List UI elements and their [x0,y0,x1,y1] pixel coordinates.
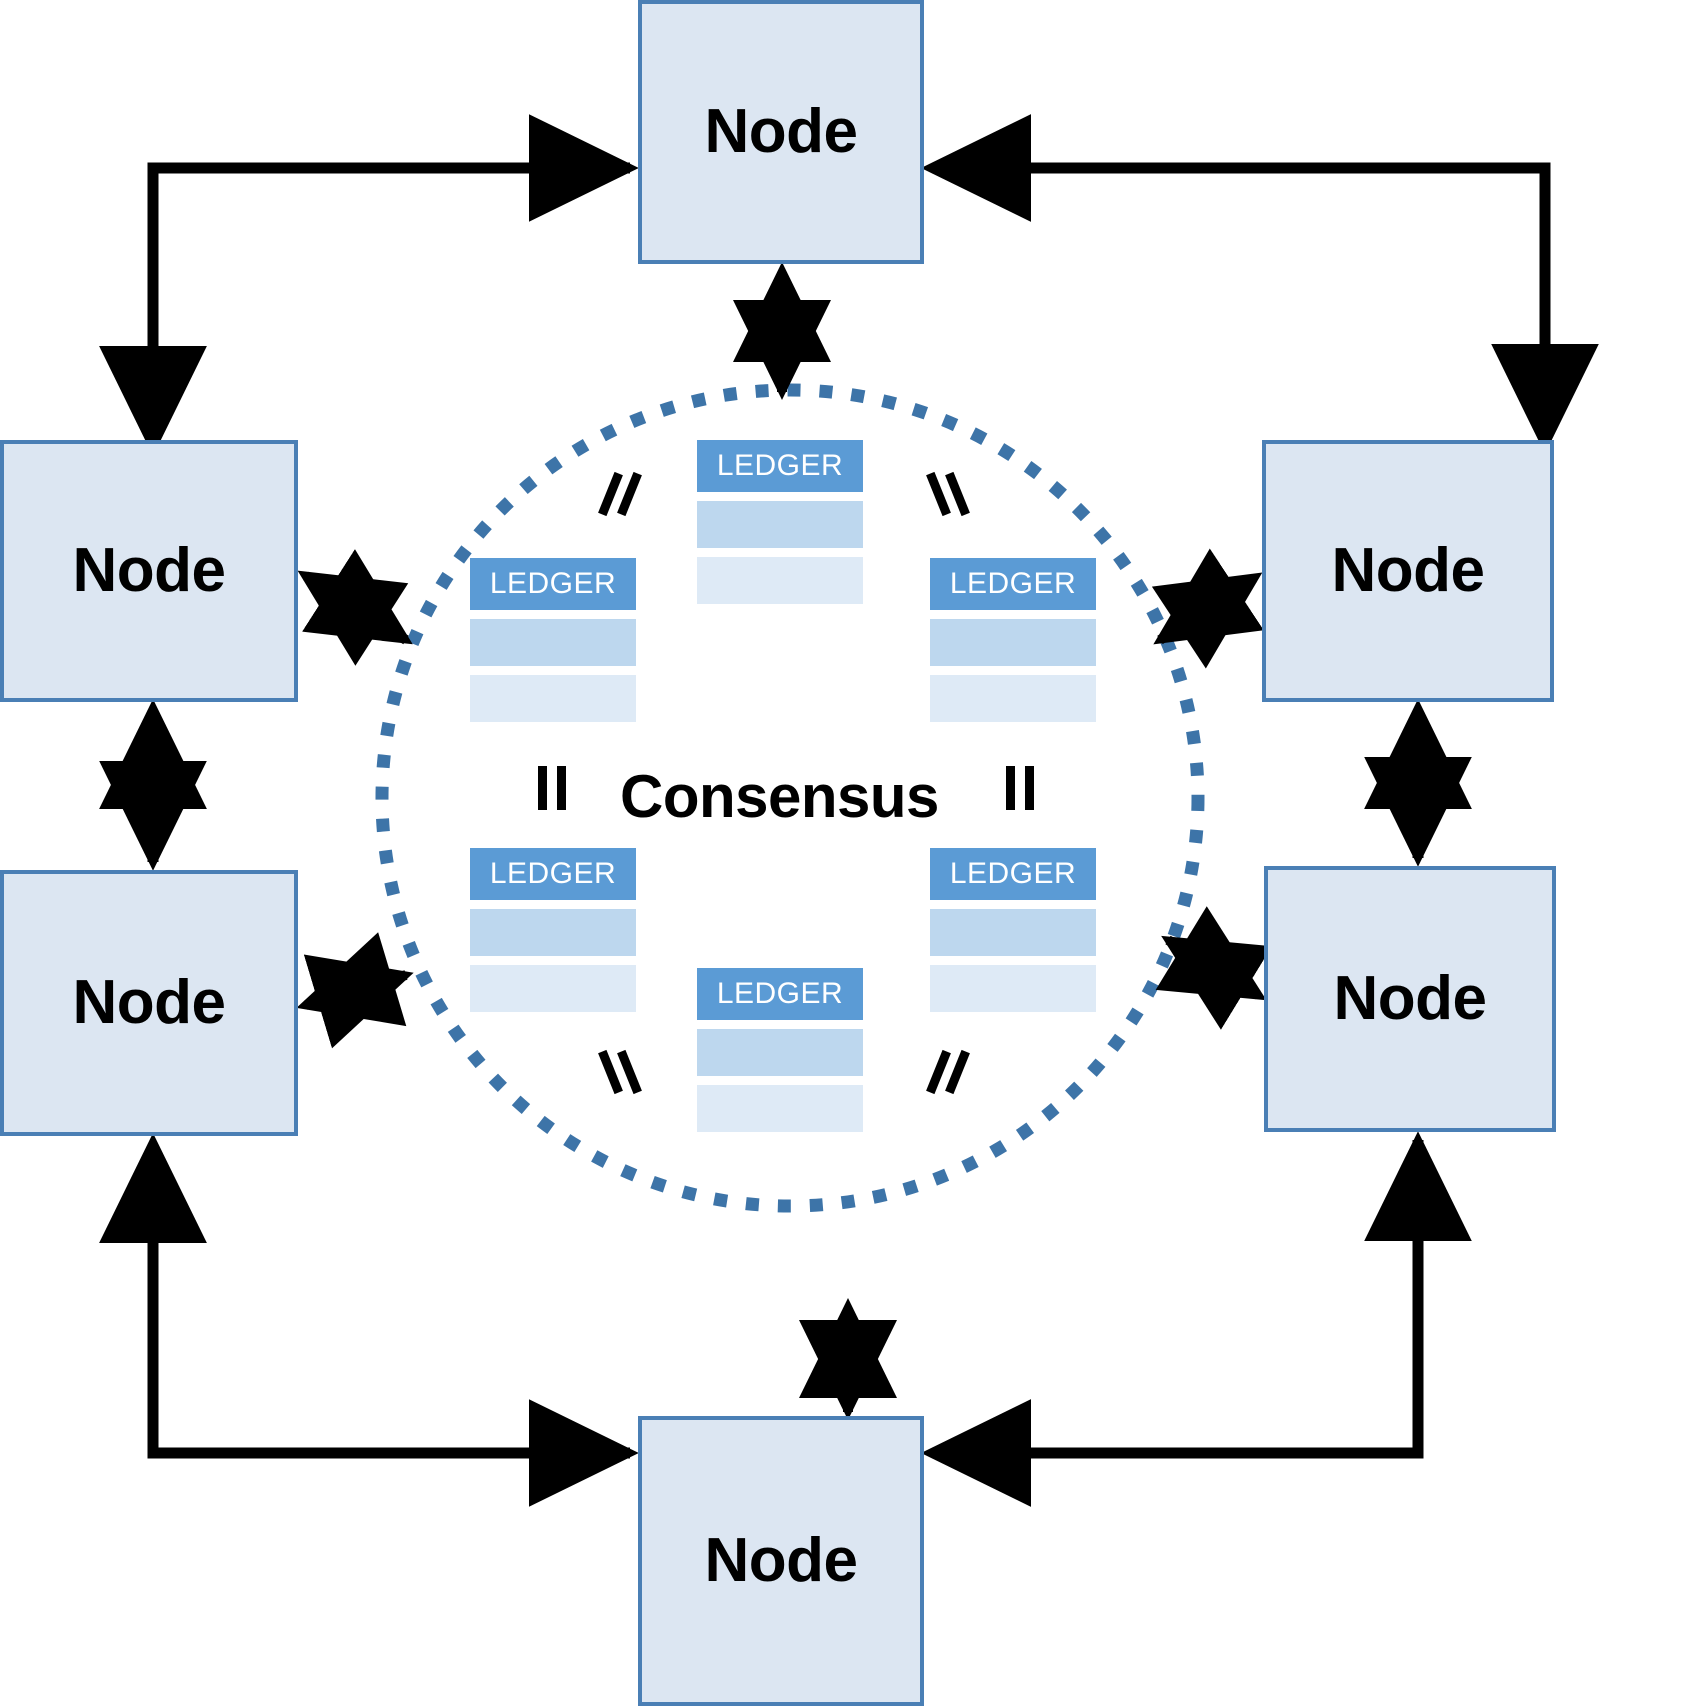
ledger-top[interactable]: LEDGER [697,440,863,604]
node-label: Node [704,1526,859,1595]
ledger-row [697,557,863,604]
ledger-row [930,619,1096,666]
ledger-row [697,1029,863,1076]
connector-consensus-left-upper [297,549,413,666]
ledger-row [697,501,863,548]
ledger-header: LEDGER [930,558,1096,610]
ledger-row [930,965,1096,1012]
node-right-lower[interactable]: Node [1264,866,1556,1132]
node-label: Node [1333,964,1488,1033]
equals-mark-bottom-right [926,1049,972,1095]
equals-mark-top-left [598,471,644,517]
node-label: Node [72,968,227,1037]
ledger-row [470,965,636,1012]
ledger-row [930,909,1096,956]
ledger-header: LEDGER [470,558,636,610]
connector-consensus-right-lower [1155,906,1273,1030]
node-top[interactable]: Node [638,0,924,264]
connector-left-lower-to-bottom [99,1133,639,1507]
ledger-upper-right[interactable]: LEDGER [930,558,1096,722]
ledger-header: LEDGER [697,968,863,1020]
node-label: Node [72,536,227,605]
connector-consensus-right-upper [1151,548,1264,669]
connector-consensus-left-lower [296,932,414,1049]
node-left-upper[interactable]: Node [0,440,298,702]
equals-mark-top-right [926,471,972,517]
ledger-lower-left[interactable]: LEDGER [470,848,636,1012]
ledger-upper-left[interactable]: LEDGER [470,558,636,722]
connector-top-to-left-upper [99,114,639,456]
connector-top-to-right-upper [921,114,1599,454]
node-bottom[interactable]: Node [638,1416,924,1706]
ledger-bottom[interactable]: LEDGER [697,968,863,1132]
node-right-upper[interactable]: Node [1262,440,1554,702]
consensus-label: Consensus [620,763,939,830]
node-label: Node [704,97,859,166]
ledger-row [470,619,636,666]
node-left-lower[interactable]: Node [0,870,298,1136]
ledger-row [930,675,1096,722]
ledger-lower-right[interactable]: LEDGER [930,848,1096,1012]
ledger-header: LEDGER [697,440,863,492]
connector-right-lower-to-bottom [921,1131,1472,1507]
ledger-row [470,909,636,956]
ledger-row [470,675,636,722]
ledger-row [697,1085,863,1132]
equals-mark-bottom-left [598,1049,644,1095]
equals-mark-mid-right [1000,766,1044,810]
equals-mark-mid-left [532,766,576,810]
ledger-header: LEDGER [470,848,636,900]
ledger-header: LEDGER [930,848,1096,900]
node-label: Node [1331,536,1486,605]
